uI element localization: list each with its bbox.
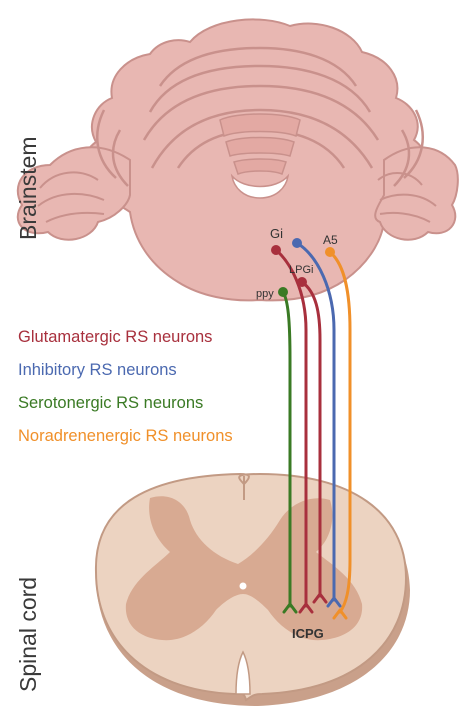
- gi-label: Gi: [270, 226, 283, 241]
- gi-inhibitory-dot: [292, 238, 302, 248]
- gi-dot: [271, 245, 281, 255]
- a5-dot: [325, 247, 335, 257]
- ppy-label: ppy: [256, 288, 274, 300]
- legend-item-glutamatergic: Glutamatergic RS neurons: [18, 328, 212, 347]
- icpg-label: ICPG: [292, 626, 324, 641]
- lpgi-dot: [297, 277, 307, 287]
- central-canal: [240, 583, 247, 590]
- spinal-cord-label: Spinal cord: [15, 577, 42, 692]
- legend-item-inhibitory: Inhibitory RS neurons: [18, 361, 177, 380]
- legend-item-noradrenergic: Noradrenenergic RS neurons: [18, 427, 233, 446]
- spinal-cord-illustration: [96, 474, 410, 706]
- legend-item-serotonergic: Serotonergic RS neurons: [18, 394, 203, 413]
- ppy-dot: [278, 287, 288, 297]
- lpgi-label: LPGi: [289, 264, 313, 276]
- a5-label: A5: [323, 233, 338, 247]
- brainstem-label: Brainstem: [15, 136, 42, 240]
- brainstem-illustration: [18, 19, 458, 300]
